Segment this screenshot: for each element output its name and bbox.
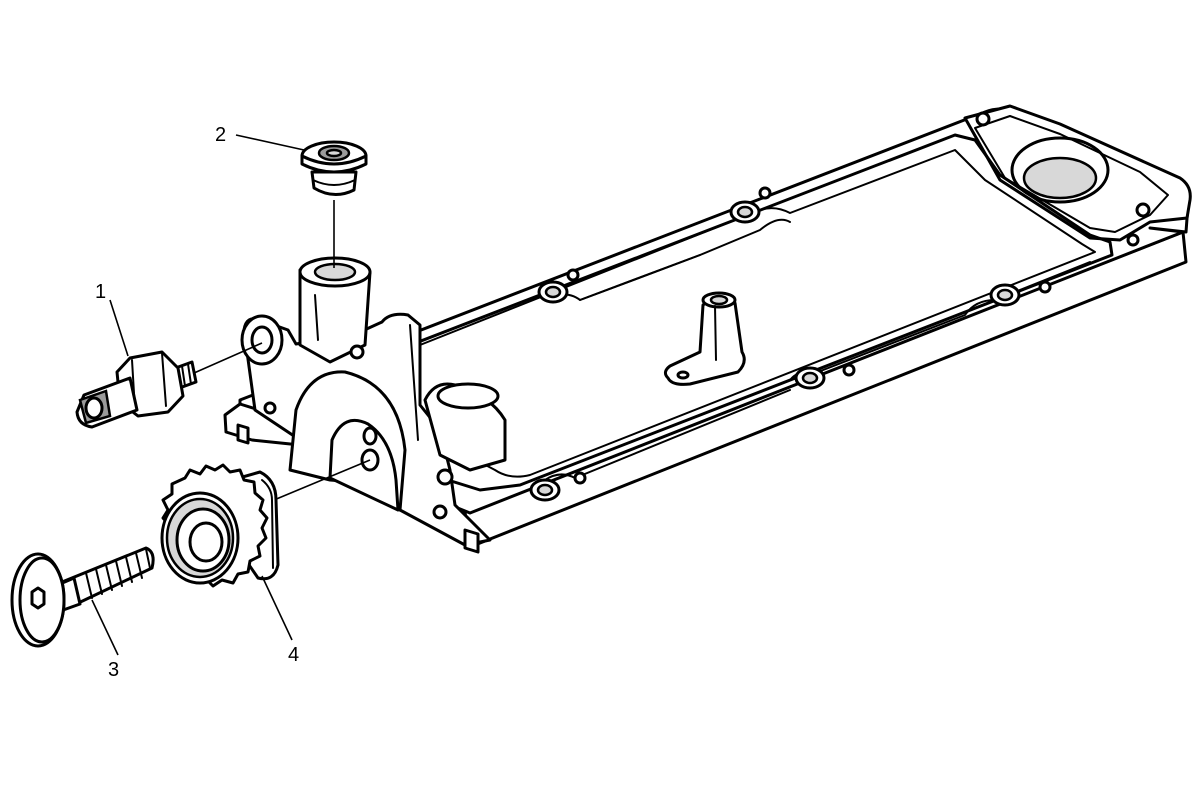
sensor-part-1: [75, 350, 198, 429]
oil-pan-housing: [223, 104, 1192, 554]
callout-1: 1: [95, 281, 106, 303]
callout-4: 4: [288, 644, 299, 666]
bolt-hole: [529, 478, 561, 502]
bolt-part-3: [10, 546, 155, 648]
callout-leaders: [91, 134, 305, 656]
pump-body: [223, 256, 507, 554]
bolt-hole: [729, 200, 761, 224]
bolt-hole: [794, 366, 826, 390]
sprocket-part-4: [160, 463, 280, 588]
callout-3: 3: [108, 659, 119, 681]
plug-part-2: [300, 140, 368, 196]
callout-2: 2: [215, 124, 226, 146]
standpipe: [663, 291, 746, 386]
bolt-hole: [989, 283, 1021, 307]
bolt-hole: [537, 280, 569, 304]
